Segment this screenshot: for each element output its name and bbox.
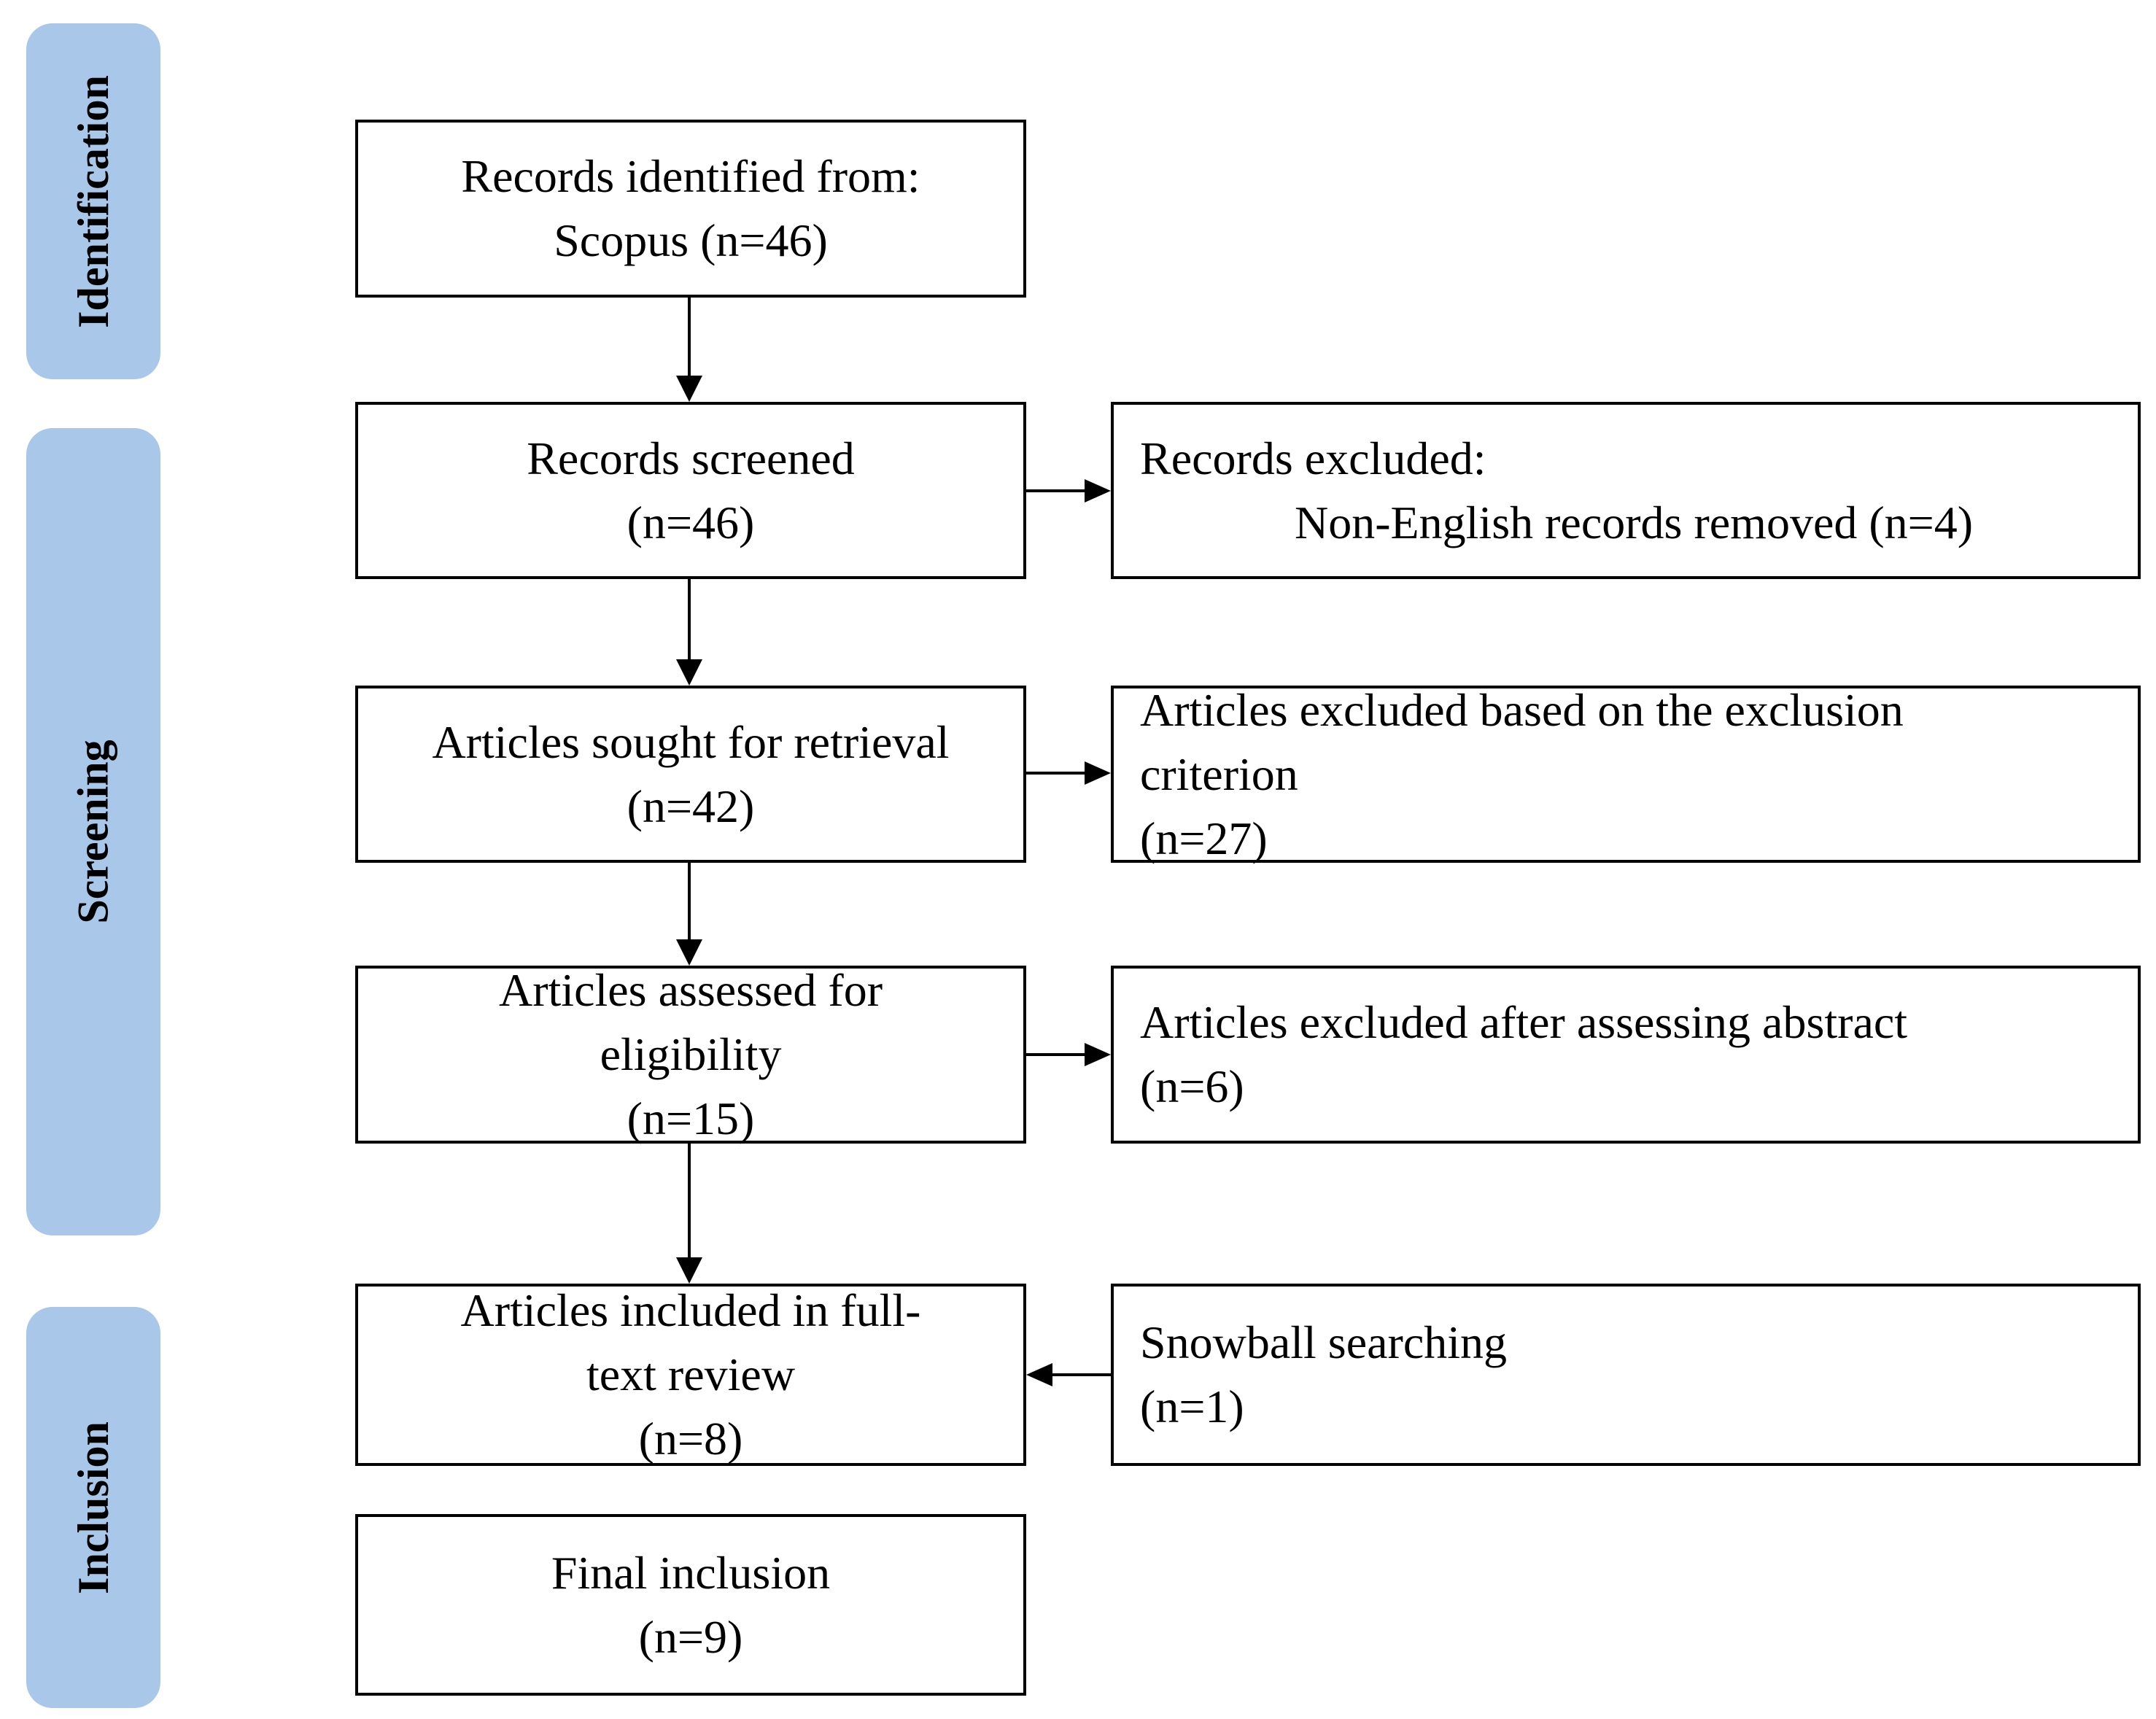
box-text-line: Articles assessed for bbox=[498, 964, 883, 1016]
arrow-line-sought-to-criterion bbox=[1026, 772, 1085, 775]
arrow-head-sought-to-criterion bbox=[1085, 761, 1111, 785]
box-text-line: (n=27) bbox=[1140, 812, 1268, 864]
stage-inclusion-label: Inclusion bbox=[69, 1421, 117, 1594]
box-text-line: Scopus (n=46) bbox=[554, 214, 828, 266]
box-text-line: (n=15) bbox=[627, 1093, 755, 1144]
arrow-line-identified-to-screened bbox=[688, 298, 691, 376]
arrow-line-sought-to-assessed bbox=[688, 863, 691, 939]
arrow-head-snowball-to-included bbox=[1026, 1363, 1052, 1386]
box-text-line: Articles included in full- bbox=[460, 1284, 921, 1336]
box-text-line: Records screened bbox=[527, 432, 855, 484]
stage-inclusion: Inclusion bbox=[26, 1307, 160, 1708]
box-excluded-abstract: Articles excluded after assessing abstra… bbox=[1111, 966, 2141, 1144]
stage-screening-label: Screening bbox=[69, 740, 117, 924]
arrow-head-screened-to-excluded bbox=[1085, 479, 1111, 502]
box-text-line: Records identified from: bbox=[461, 150, 920, 202]
box-snowball-searching: Snowball searching (n=1) bbox=[1111, 1284, 2141, 1466]
box-text-line: Articles excluded based on the exclusion bbox=[1140, 683, 1904, 736]
box-text-line: text review bbox=[586, 1349, 796, 1400]
arrow-line-screened-to-sought bbox=[688, 579, 691, 659]
arrow-head-screened-to-sought bbox=[676, 659, 702, 686]
arrow-line-assessed-to-included bbox=[688, 1144, 691, 1257]
arrow-line-snowball-to-included bbox=[1052, 1373, 1111, 1376]
arrow-line-assessed-to-abstract bbox=[1026, 1053, 1085, 1056]
box-text-line: criterion bbox=[1140, 748, 1298, 800]
arrow-head-sought-to-assessed bbox=[676, 939, 702, 966]
box-articles-sought: Articles sought for retrieval (n=42) bbox=[355, 686, 1026, 863]
arrow-head-identified-to-screened bbox=[676, 376, 702, 402]
box-articles-assessed: Articles assessed for eligibility (n=15) bbox=[355, 964, 1026, 1144]
stage-identification-label: Identification bbox=[69, 74, 117, 328]
arrow-line-screened-to-excluded bbox=[1026, 489, 1085, 492]
stage-screening: Screening bbox=[26, 428, 160, 1235]
box-records-identified: Records identified from: Scopus (n=46) bbox=[355, 120, 1026, 298]
box-text-line: Articles sought for retrieval bbox=[432, 715, 950, 768]
box-text-line: (n=42) bbox=[627, 780, 755, 832]
box-text-line: eligibility bbox=[600, 1028, 782, 1080]
box-excluded-criterion: Articles excluded based on the exclusion… bbox=[1111, 684, 2141, 864]
box-text-line: (n=1) bbox=[1140, 1381, 1244, 1432]
box-text-line: Snowball searching bbox=[1140, 1316, 1507, 1368]
box-text-line: (n=6) bbox=[1140, 1060, 1244, 1112]
box-text-line: Articles excluded after assessing abstra… bbox=[1140, 996, 1908, 1048]
box-records-screened: Records screened (n=46) bbox=[355, 402, 1026, 579]
arrow-head-assessed-to-abstract bbox=[1085, 1043, 1111, 1066]
box-text-line: Records excluded: bbox=[1140, 432, 1486, 484]
box-text-line: (n=9) bbox=[638, 1610, 743, 1663]
box-text-line: (n=46) bbox=[627, 496, 755, 548]
box-text-line: (n=8) bbox=[638, 1413, 743, 1464]
box-text-line: Non-English records removed (n=4) bbox=[1295, 496, 1974, 548]
box-final-inclusion: Final inclusion (n=9) bbox=[355, 1514, 1026, 1696]
box-articles-included: Articles included in full- text review (… bbox=[355, 1284, 1026, 1466]
stage-identification: Identification bbox=[26, 23, 160, 379]
box-records-excluded: Records excluded: Non-English records re… bbox=[1111, 402, 2141, 579]
arrow-head-assessed-to-included bbox=[676, 1257, 702, 1284]
box-text-line: Final inclusion bbox=[551, 1546, 831, 1599]
